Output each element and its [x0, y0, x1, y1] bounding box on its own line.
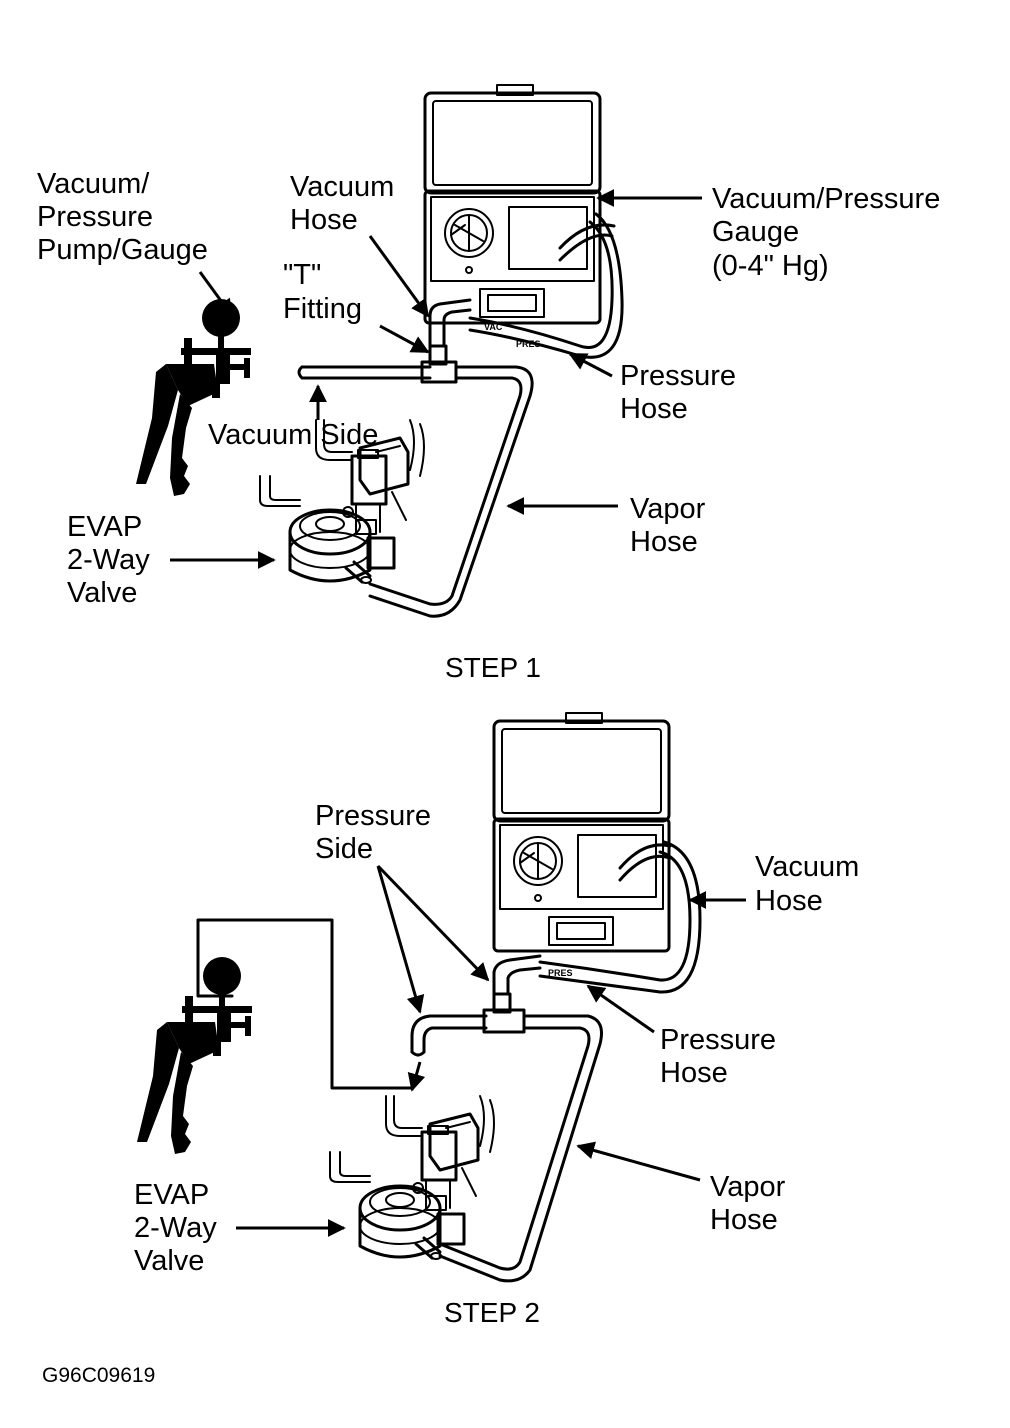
figure-code: G96C09619 — [42, 1364, 155, 1387]
gauge-kit-illustration-2 — [492, 711, 671, 953]
step2-caption: STEP 2 — [444, 1297, 540, 1328]
vacuum-hose-label-2: Vacuum Hose — [755, 851, 867, 917]
pressure-side-label: Pressure Side — [315, 800, 439, 865]
evap-valve-illustration-2 — [328, 1094, 496, 1261]
t-fitting-shape-2 — [482, 1008, 526, 1034]
hand-pump-illustration — [136, 299, 251, 496]
pres-port-label: PRES — [516, 339, 541, 349]
pres-port-label-2: PRES — [548, 968, 573, 978]
vacuum-side-label: Vacuum Side — [208, 419, 378, 451]
pump-gauge-label: Vacuum/ Pressure Pump/Gauge — [37, 168, 208, 266]
step2-diagram: PRES — [137, 711, 702, 1283]
vacuum-pressure-gauge-label: Vacuum/Pressure Gauge (0-4" Hg) — [712, 183, 948, 282]
evap-valve-label-2: EVAP 2-Way Valve — [134, 1179, 225, 1277]
vapor-hose-label-1: Vapor Hose — [630, 493, 713, 558]
evap-valve-label-1: EVAP 2-Way Valve — [67, 511, 158, 609]
hand-pump-illustration-2 — [137, 957, 252, 1154]
vac-port-label: VAC — [484, 322, 503, 332]
step2-labels: Pressure Side Vacuum Hose Pressure Hose … — [134, 800, 867, 1328]
gauge-kit-illustration — [423, 83, 602, 325]
step1-caption: STEP 1 — [445, 652, 541, 683]
vacuum-hose-label: Vacuum Hose — [290, 171, 402, 236]
step1-labels: Vacuum/ Pressure Pump/Gauge Vacuum Hose … — [37, 168, 948, 683]
step1-diagram: VAC PRES — [136, 83, 624, 618]
t-fitting-label: "T" Fitting — [283, 259, 362, 325]
pressure-hose-label-1: Pressure Hose — [620, 360, 744, 425]
pressure-hose-label-2: Pressure Hose — [660, 1024, 784, 1089]
vapor-hose-label-2: Vapor Hose — [710, 1171, 793, 1236]
t-fitting-shape — [420, 360, 458, 384]
